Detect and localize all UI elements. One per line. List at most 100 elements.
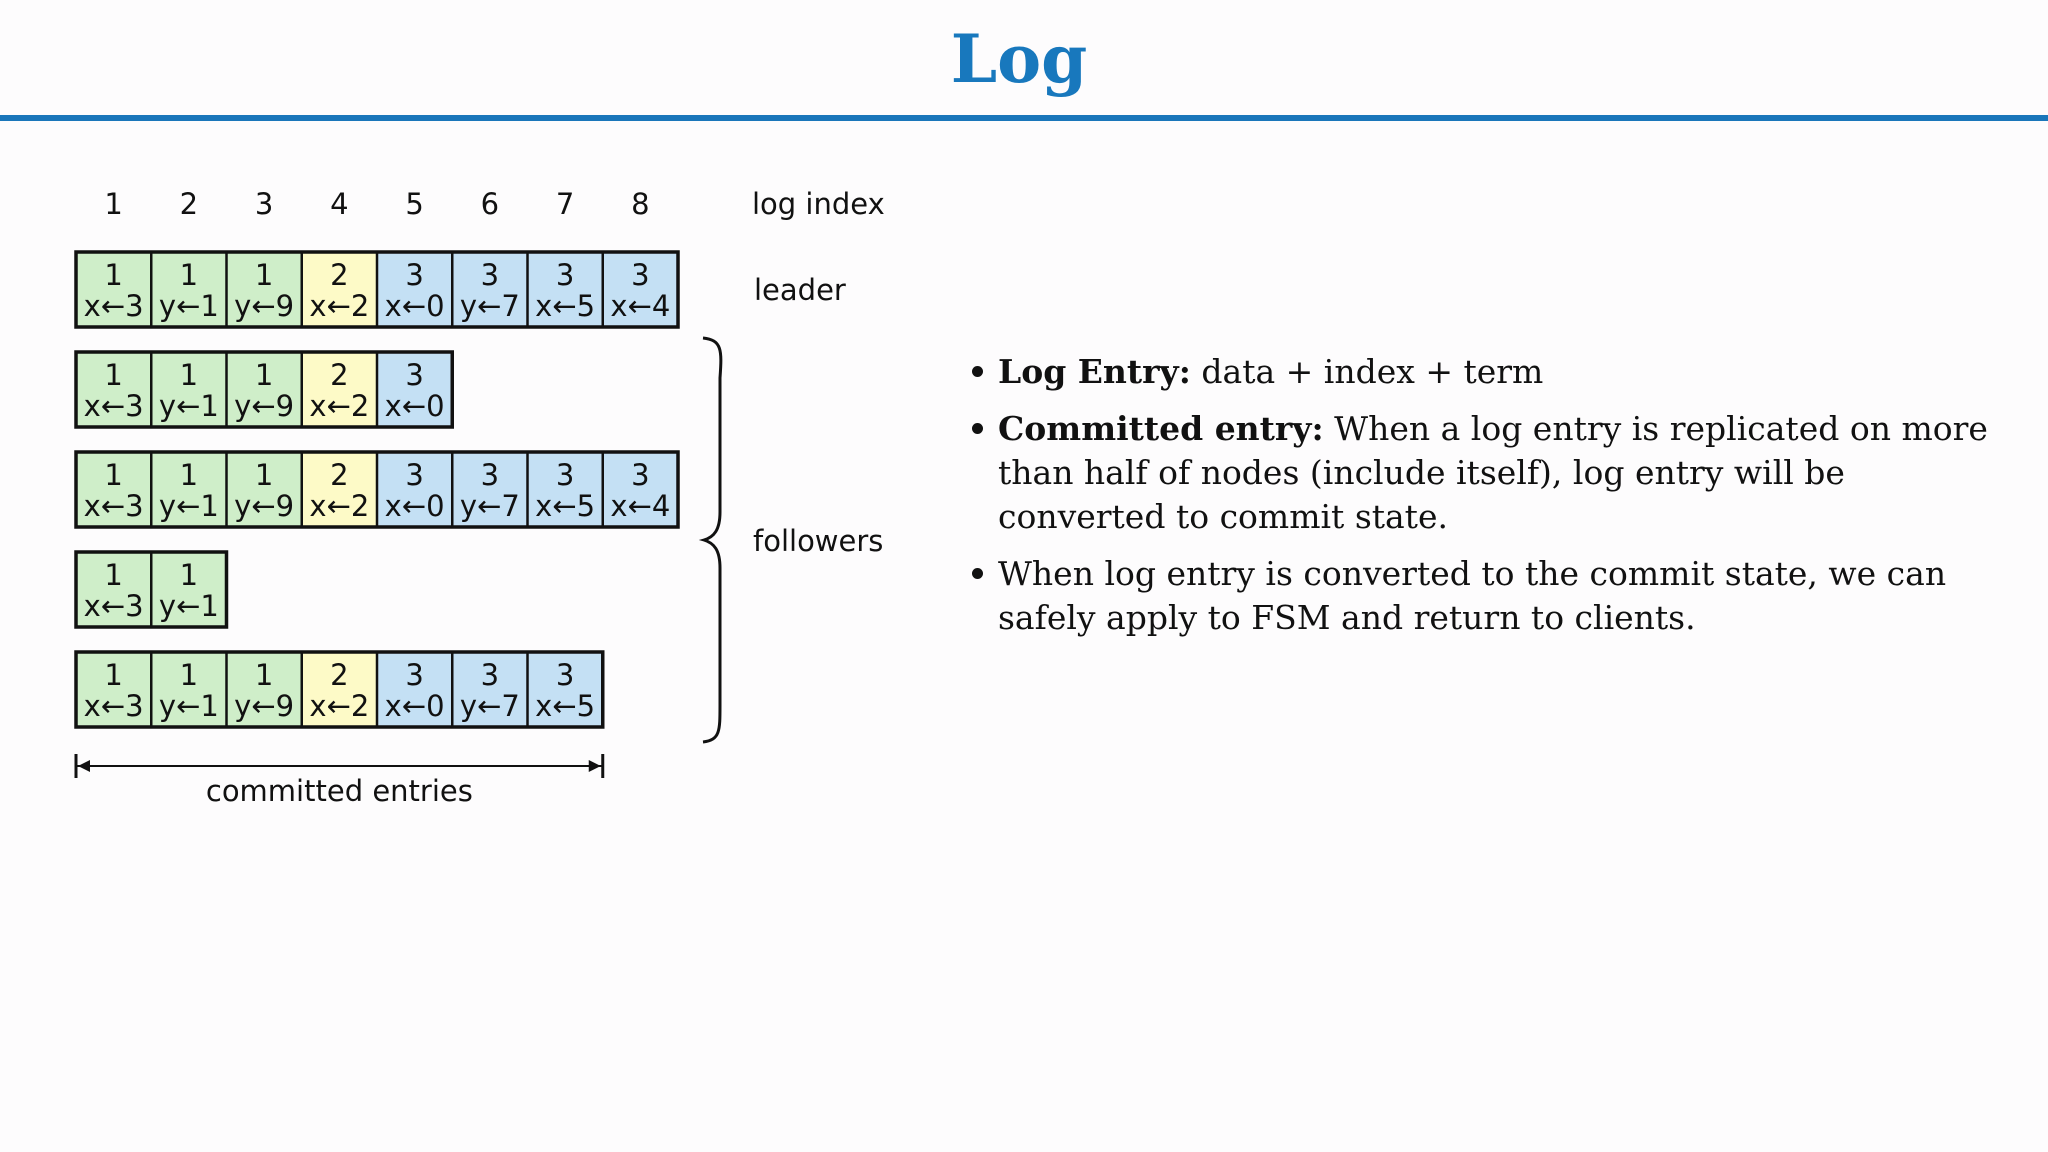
slide-title: Log <box>950 20 1088 98</box>
log-entry: 2x←2 <box>301 652 377 727</box>
log-entry-term: 3 <box>405 458 423 492</box>
log-entry-box <box>301 652 377 727</box>
log-entry-command: y←9 <box>234 489 294 523</box>
log-entry-command: x←5 <box>535 689 595 723</box>
log-index-caption: log index <box>752 187 885 221</box>
log-entry: 3x←5 <box>527 452 603 527</box>
log-entry-command: y←1 <box>159 689 219 723</box>
log-entry-box <box>76 652 152 727</box>
log-entry-box <box>602 452 678 527</box>
log-entry-box <box>301 352 377 427</box>
log-entry-term: 1 <box>104 558 122 592</box>
log-entry: 3x←0 <box>377 252 453 327</box>
log-entry-command: y←7 <box>460 289 520 323</box>
bullet-item: Committed entry: When a log entry is rep… <box>970 407 2000 539</box>
log-entry-term: 2 <box>330 458 348 492</box>
log-entry-term: 3 <box>556 258 574 292</box>
log-entry-box <box>301 252 377 327</box>
log-index-number: 8 <box>631 187 649 221</box>
log-entry-term: 2 <box>330 258 348 292</box>
committed-arrow-left-head <box>78 760 90 772</box>
log-entry-box <box>226 352 302 427</box>
log-entry-box <box>226 652 302 727</box>
log-entry-command: x←0 <box>385 489 445 523</box>
log-entry-command: x←2 <box>309 389 369 423</box>
follower-log: 1x←31y←1 1y←9 2x←23x←0 <box>74 350 454 429</box>
log-entry-command: y←1 <box>159 589 219 623</box>
log-entry-box <box>151 652 227 727</box>
log-entry: 3y←7 <box>452 252 528 327</box>
log-entry-box <box>226 252 302 327</box>
log-entry-box <box>377 352 453 427</box>
log-entry-box <box>76 552 152 627</box>
log-entry-box <box>527 652 603 727</box>
log-entry-term: 3 <box>631 258 649 292</box>
log-entry: 1x←3 <box>76 352 152 427</box>
follower-log: 1x←31y←1 <box>74 550 229 629</box>
log-entry: 1y←9 <box>226 452 302 527</box>
log-entry-box <box>452 252 528 327</box>
follower-log: 1x←31y←11y←92x←23x←03y←73x←5 <box>74 650 605 729</box>
log-entry-command: y←9 <box>234 389 294 423</box>
bullet-text: data + index + term <box>1190 352 1544 391</box>
log-entry-command: y←1 <box>159 389 219 423</box>
leader-log: 1x←31y←11y←92x←23x←03y←73x←53x←4 <box>74 250 680 329</box>
log-index-number: 4 <box>330 187 348 221</box>
log-entry-box <box>301 452 377 527</box>
log-entry: 3x←0 <box>377 352 453 427</box>
log-entry-command: x←2 <box>309 489 369 523</box>
followers-label: followers <box>753 524 883 558</box>
log-entry: 3y←7 <box>452 652 528 727</box>
log-entry-command: y←1 <box>159 489 219 523</box>
log-entry-term: 1 <box>180 458 198 492</box>
bullet-text: When a log entry is replicated on more t… <box>998 409 1988 536</box>
log-index-number: 2 <box>180 187 198 221</box>
log-entry-term: 3 <box>481 658 499 692</box>
log-entry-term: 1 <box>104 258 122 292</box>
committed-arrow-right-head <box>588 760 601 772</box>
bullet-item: Log Entry: data + index + term <box>970 350 2000 394</box>
log-entry: 1y←1 <box>151 452 227 527</box>
log-entry-command: x←0 <box>385 689 445 723</box>
log-entry: 3y←7 <box>452 452 528 527</box>
log-entry: 1y←1 <box>151 352 227 427</box>
log-entry-box <box>602 252 678 327</box>
log-entry-command: x←3 <box>84 689 144 723</box>
log-entry-command: x←3 <box>84 589 144 623</box>
log-entry-term: 1 <box>255 658 273 692</box>
log-entry: 1y←9 <box>226 652 302 727</box>
log-entry: 1y←1 <box>151 552 227 627</box>
bullet-text: When log entry is converted to the commi… <box>998 554 1947 637</box>
log-entry-box <box>527 252 603 327</box>
log-row-border <box>74 350 454 429</box>
log-entry-box <box>527 452 603 527</box>
log-rows: 1x←31y←11y←92x←23x←03y←73x←53x←41x←31y←1… <box>74 250 680 729</box>
log-entry-command: y←7 <box>460 489 520 523</box>
log-entry: 1x←3 <box>76 452 152 527</box>
log-entry-box <box>151 252 227 327</box>
log-entry-term: 1 <box>255 258 273 292</box>
log-entry-command: x←3 <box>84 389 144 423</box>
log-entry-term: 3 <box>481 458 499 492</box>
log-entry-term: 2 <box>330 358 348 392</box>
log-entry-box <box>452 452 528 527</box>
log-entry-box <box>377 652 453 727</box>
log-entry-box <box>151 552 227 627</box>
log-index-number: 1 <box>104 187 122 221</box>
log-entry-term: 1 <box>104 658 122 692</box>
log-index-number: 6 <box>481 187 499 221</box>
log-entry-term: 3 <box>405 658 423 692</box>
log-entry-term: 1 <box>180 258 198 292</box>
log-entry-command: x←3 <box>84 489 144 523</box>
log-entry-term: 3 <box>556 658 574 692</box>
log-entry-term: 1 <box>255 358 273 392</box>
log-index-number: 5 <box>405 187 423 221</box>
log-entry: 2x←2 <box>301 452 377 527</box>
log-entry-term: 1 <box>104 458 122 492</box>
log-entry: 1y←1 <box>151 252 227 327</box>
log-entry-term: 1 <box>255 458 273 492</box>
log-entry-box <box>76 252 152 327</box>
log-entry-command: y←1 <box>159 289 219 323</box>
bullet-term: Committed entry: <box>998 409 1324 448</box>
